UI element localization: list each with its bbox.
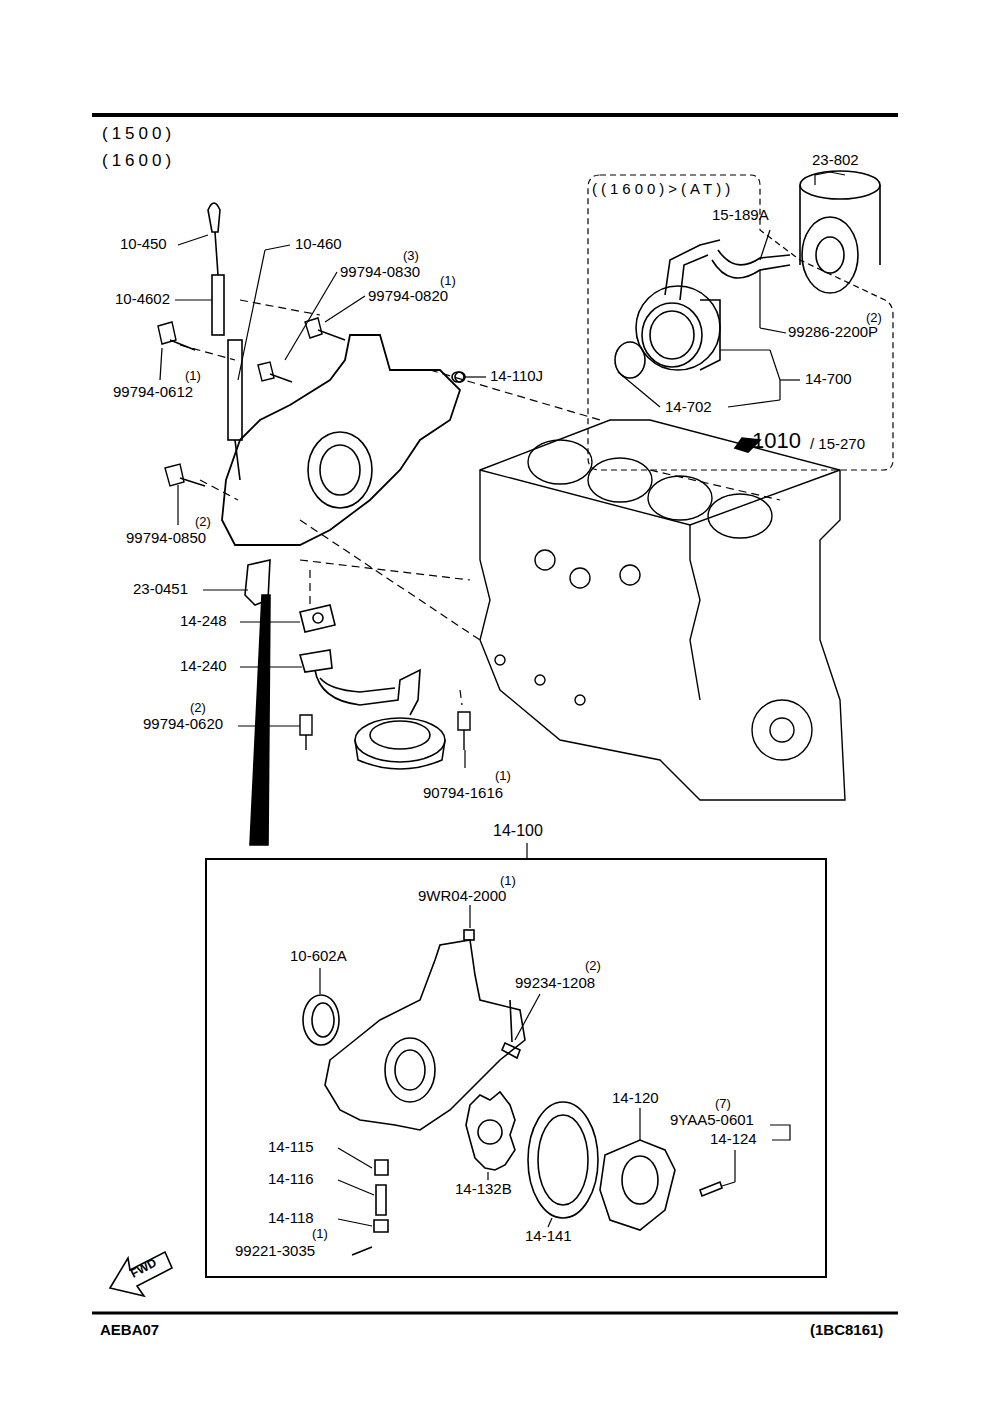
callout-number: 99794-0620 — [143, 716, 223, 733]
quantity-note: (2) — [585, 959, 601, 973]
callout-number: 1010 — [752, 429, 801, 453]
callout-number: 23-802 — [812, 152, 859, 169]
callout-number: 90794-1616 — [423, 785, 503, 802]
callout-number: ((1600)>(AT)) — [592, 181, 734, 198]
callout-number: 14-118 — [268, 1210, 314, 1227]
callout-number: (1500) — [102, 125, 175, 144]
callout-number: 99221-3035 — [235, 1243, 315, 1260]
callout-number: 10-460 — [295, 236, 342, 253]
inset-box: 14-100 — [205, 858, 827, 1278]
quantity-note: (2) — [190, 701, 206, 715]
quantity-note: (1) — [312, 1227, 328, 1241]
quantity-note: (7) — [715, 1097, 731, 1111]
quantity-note: (3) — [403, 249, 419, 263]
callout-number: 99794-0820 — [368, 288, 448, 305]
callout-number: 9WR04-2000 — [418, 888, 506, 905]
callout-number: 10-450 — [120, 236, 167, 253]
callout-number: 14-120 — [612, 1090, 659, 1107]
callout-number: 23-0451 — [133, 581, 188, 598]
callout-number: 14-702 — [665, 399, 712, 416]
quantity-note: (1) — [495, 769, 511, 783]
callout-number: AEBA07 — [100, 1322, 159, 1339]
callout-number: 10-4602 — [115, 291, 170, 308]
callout-number: 99794-0830 — [340, 264, 420, 281]
quantity-note: (1) — [500, 874, 516, 888]
assembly-number: 14-100 — [493, 822, 543, 840]
callout-number: 9YAA5-0601 — [670, 1112, 754, 1129]
callout-number: 14-141 — [525, 1228, 572, 1245]
callout-number: 99794-0612 — [113, 384, 193, 401]
quantity-note: (2) — [195, 515, 211, 529]
callout-number: 15-189A — [712, 207, 769, 224]
callout-number: 14-116 — [268, 1171, 314, 1188]
callout-number: 14-132B — [455, 1181, 512, 1198]
callout-number: 14-240 — [180, 658, 227, 675]
callout-number: 14-700 — [805, 371, 852, 388]
callout-number: 14-248 — [180, 613, 227, 630]
callout-number: 14-124 — [710, 1131, 757, 1148]
callout-number: 99286-2200P — [788, 324, 878, 341]
quantity-note: (1) — [185, 369, 201, 383]
callout-number: (1600) — [102, 152, 175, 171]
callout-number: / 15-270 — [810, 436, 865, 453]
callout-number: 99234-1208 — [515, 975, 595, 992]
callout-number: 14-115 — [268, 1139, 314, 1156]
callout-number: 99794-0850 — [126, 530, 206, 547]
callout-number: 14-110J — [490, 368, 543, 385]
callout-number: 10-602A — [290, 948, 347, 965]
callout-number: (1BC8161) — [810, 1322, 883, 1339]
quantity-note: (1) — [440, 274, 456, 288]
